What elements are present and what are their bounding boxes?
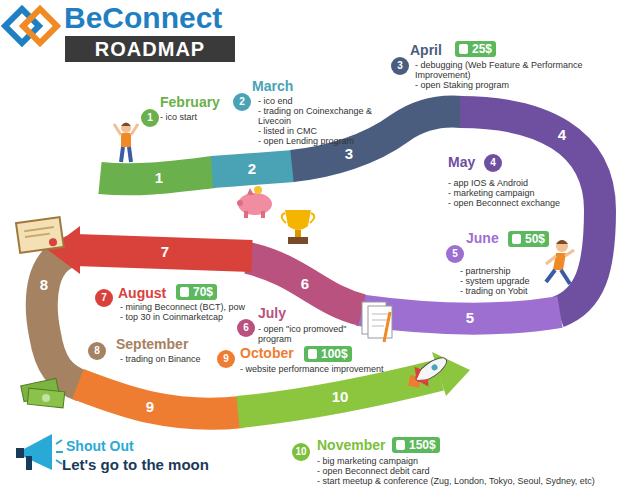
month-heading: August	[118, 285, 166, 301]
callout-number: 4	[484, 154, 502, 172]
certificate	[16, 217, 64, 253]
bullet-list: - mining Beconnect (BCT), pow- top 30 in…	[120, 302, 270, 322]
road-number: 1	[155, 170, 163, 186]
price-tag: 70$	[176, 284, 217, 300]
milestone: 5June - partnership- system upgrade- trad…	[446, 230, 540, 296]
road-number: 10	[332, 389, 349, 405]
road-number: 7	[161, 244, 169, 260]
bullet-item: - debugging (Web Feature & Performance I…	[415, 60, 620, 80]
callout-number: 7	[95, 289, 113, 307]
callout-number: 10	[292, 443, 310, 461]
logo-icon	[5, 9, 57, 43]
road-number: 6	[301, 276, 309, 292]
megaphone-icon	[16, 434, 63, 470]
callout-number: 1	[141, 109, 159, 127]
bullet-list: - website performance improvement	[240, 364, 390, 374]
callout-number: 2	[233, 93, 251, 111]
rocket	[401, 350, 452, 396]
month-heading: November	[317, 437, 385, 453]
bullet-item: - open Beconnect debit card	[317, 466, 617, 476]
month-heading: June	[466, 230, 499, 246]
milestone: 7 August- mining Beconnect (BCT), pow- to…	[95, 285, 270, 322]
money	[21, 378, 65, 407]
road-number: 9	[146, 399, 154, 415]
price-tag: 50$	[508, 231, 549, 247]
month-heading: March	[252, 78, 293, 94]
road	[42, 112, 600, 414]
bullet-item: - open Staking program	[415, 80, 620, 90]
milestone: 9 October - website performance improvemen…	[217, 345, 390, 374]
title-band: ROADMAP	[65, 36, 235, 62]
bullet-item: - top 30 in Coinmarketcap	[120, 312, 270, 322]
road-number: 8	[40, 277, 48, 293]
bullet-item: - system upgrade	[460, 276, 540, 286]
price-tag: 100$	[304, 346, 352, 362]
callout-number: 5	[446, 245, 464, 263]
bullet-list: - debugging (Web Feature & Performance I…	[415, 60, 620, 90]
month-heading: July	[258, 305, 286, 321]
milestone: 6July - open "ico promoved" program	[237, 305, 356, 344]
bullet-item: - trading on Yobit	[460, 286, 540, 296]
slogan: Let's go to the moon	[62, 456, 209, 474]
bullet-item: - big marketing campaign	[317, 456, 617, 466]
trophy	[282, 210, 315, 244]
milestone: 3April - debugging (Web Feature & Perform…	[391, 42, 620, 90]
bullet-item: - open Beconnect exchange	[448, 198, 568, 208]
callout-number: 6	[237, 319, 255, 337]
bullet-item: - app IOS & Android	[448, 178, 568, 188]
bullet-item: - ico end	[258, 96, 383, 106]
month-heading: September	[116, 336, 188, 352]
bullet-item: - trading on Coinexchange & Livecoin	[258, 106, 383, 126]
month-heading: May	[448, 154, 475, 170]
person-figure	[114, 123, 138, 163]
price-tag: 25$	[455, 41, 496, 57]
road-number: 4	[558, 127, 566, 143]
bullet-item: - open Lending program	[258, 136, 383, 146]
documents	[362, 302, 392, 342]
callout-number: 3	[391, 57, 409, 75]
bullet-list: - open "ico promoved" program	[258, 324, 356, 344]
bullet-list: - ico end- trading on Coinexchange & Liv…	[258, 96, 383, 146]
bullet-item: - start meetup & conference (Zug, London…	[317, 476, 617, 486]
runner-figure	[546, 240, 574, 284]
month-heading: February	[160, 94, 220, 110]
bullet-item: - partnership	[460, 266, 540, 276]
road-number: 5	[466, 310, 474, 326]
price-tag: 150$	[392, 437, 440, 453]
month-heading: April	[410, 42, 442, 58]
bullet-item: - open "ico promoved" program	[258, 324, 356, 344]
milestone: 10 November - big marketing campaign- open…	[292, 437, 617, 486]
road-number: 3	[345, 146, 353, 162]
bullet-item: - website performance improvement	[240, 364, 390, 374]
milestone: 4 May - app IOS & Android- marketing campa…	[448, 154, 568, 208]
bullet-item: - mining Beconnect (BCT), pow	[120, 302, 270, 312]
bullet-list: - big marketing campaign- open Beconnect…	[317, 456, 617, 486]
callout-number: 8	[88, 342, 106, 360]
title: BeConnect	[64, 0, 222, 36]
month-heading: October	[240, 345, 294, 361]
bullet-list: - partnership- system upgrade- trading o…	[460, 266, 540, 296]
shout-heading: Shout Out	[66, 438, 134, 454]
bullet-item: - marketing campaign	[448, 188, 568, 198]
piggy-bank	[237, 186, 272, 218]
road-number: 2	[248, 161, 256, 177]
callout-number: 9	[217, 350, 235, 368]
milestone: 2March - ico end- trading on Coinexchange…	[233, 78, 383, 146]
bullet-item: - listed in CMC	[258, 126, 383, 136]
bullet-list: - app IOS & Android- marketing campaign-…	[448, 178, 568, 208]
